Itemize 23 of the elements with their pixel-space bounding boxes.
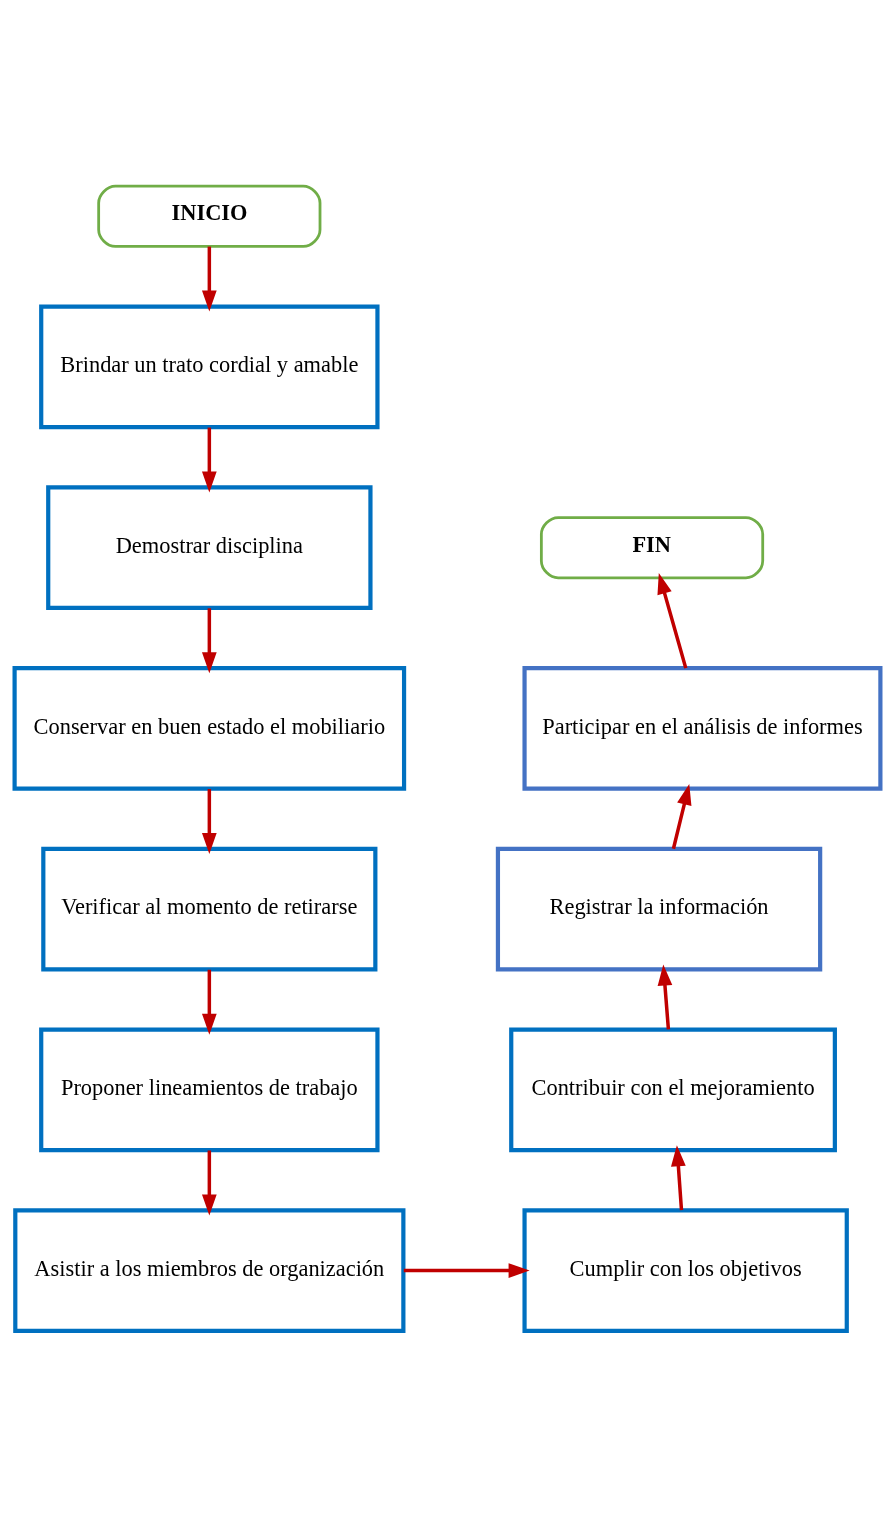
node-box: Asistir a los miembros de organización bbox=[12, 1207, 405, 1333]
node-box: Cumplir con los objetivos bbox=[521, 1207, 849, 1333]
node-box: Proponer lineamientos de trabajo bbox=[38, 1027, 380, 1152]
node-box: INICIO bbox=[96, 184, 321, 248]
arrow bbox=[403, 1262, 530, 1278]
node-box: Contribuir con el mejoramiento bbox=[508, 1027, 837, 1152]
node-box: Verificar al momento de retirarse bbox=[40, 846, 377, 971]
arrow bbox=[201, 246, 217, 311]
arrow bbox=[671, 783, 691, 849]
node-box: Conservar en buen estado el mobiliario bbox=[12, 665, 406, 791]
arrow bbox=[670, 1144, 686, 1210]
arrow bbox=[201, 788, 217, 854]
arrow bbox=[201, 969, 217, 1035]
node-box: FIN bbox=[539, 515, 764, 579]
arrow bbox=[201, 427, 217, 493]
node-box: Registrar la información bbox=[495, 846, 822, 971]
node-box: Brindar un trato cordial y amable bbox=[38, 304, 380, 429]
arrow bbox=[201, 1149, 217, 1215]
arrow bbox=[656, 572, 687, 669]
arrow bbox=[201, 607, 217, 673]
arrow bbox=[657, 963, 672, 1030]
node-box: Demostrar disciplina bbox=[45, 484, 373, 610]
node-box: Participar en el análisis de informes bbox=[521, 665, 882, 791]
